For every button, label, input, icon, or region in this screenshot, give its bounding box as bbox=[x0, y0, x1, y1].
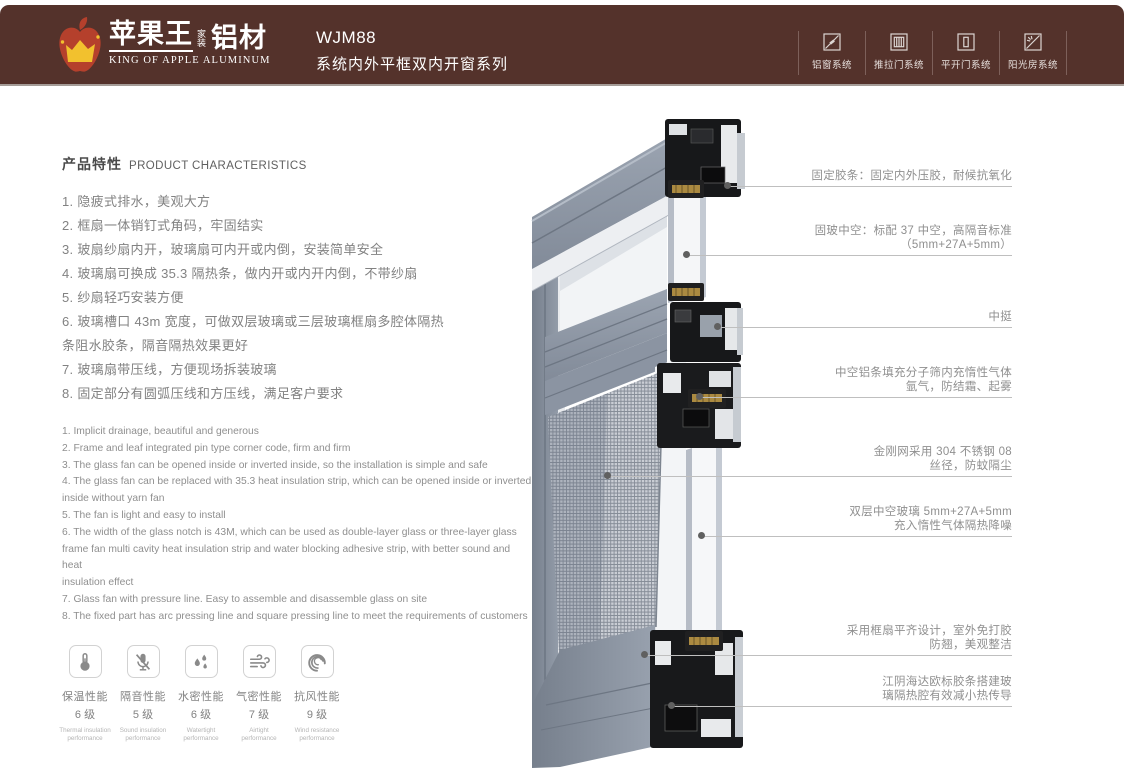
sliding-door-system-icon bbox=[890, 33, 908, 51]
feature-line: 2. 框扇一体销钉式角码，牢固结实 bbox=[62, 218, 264, 233]
callout-flush-design: 采用框扇平齐设计，室外免打胶防翘，美观整洁 bbox=[846, 625, 1012, 651]
feature-line-en: 1. Implicit drainage, beautiful and gene… bbox=[62, 426, 259, 437]
callout-leader-line bbox=[645, 655, 1012, 656]
callout-mullion: 中挺 bbox=[988, 311, 1012, 323]
feature-line-en: inside without yarn fan bbox=[62, 493, 165, 505]
feature-line: 7. 玻璃扇带压线，方便现场拆装玻璃 bbox=[62, 362, 277, 377]
feature-line-en: 7. Glass fan with pressure line. Easy to… bbox=[62, 593, 428, 605]
callout-epdm-gasket: 江阴海达欧标胶条搭建玻璃隔热腔有效减小热传导 bbox=[882, 676, 1012, 702]
perf-watertight: 水密性能 6 级 Watertight performance bbox=[172, 645, 230, 742]
perf-thermal: 保温性能 6 级 Thermal insulation performance bbox=[56, 645, 114, 742]
performance-ratings: 保温性能 6 级 Thermal insulation performance … bbox=[56, 645, 346, 742]
callout-fixed-glass: 固玻中空：标配 37 中空，高隔音标准（5mm+27A+5mm） bbox=[814, 225, 1012, 251]
apple-crown-logo-icon bbox=[59, 17, 101, 72]
feature-line: 5. 纱扇轻巧安装方便 bbox=[62, 290, 184, 305]
nav-item-aluminum-window[interactable]: 铝窗系统 bbox=[799, 29, 865, 75]
callout-dot bbox=[724, 182, 731, 189]
glass-spacer-bars bbox=[668, 180, 726, 651]
feature-line: 8. 固定部分有圆弧压线和方压线，满足客户要求 bbox=[62, 386, 344, 401]
callout-leader-line bbox=[687, 255, 1012, 256]
product-title-block: WJM88 系统内外平框双内开窗系列 bbox=[316, 28, 508, 74]
water-drops-icon bbox=[194, 654, 207, 669]
nav-divider bbox=[932, 31, 933, 75]
callout-leader-line bbox=[608, 476, 1012, 477]
callout-dot bbox=[668, 702, 675, 709]
product-series: 系统内外平框双内开窗系列 bbox=[316, 56, 509, 73]
nav-item-sliding-door[interactable]: 推拉门系统 bbox=[866, 29, 932, 75]
product-nav: 铝窗系统 推拉门系统 平开门系统 阳光房系统 bbox=[798, 29, 1067, 75]
callout-spacer-gas: 中空铝条填充分子筛内充惰性气体氩气，防结霜、起雾 bbox=[835, 367, 1012, 393]
brand-name-en: KING OF APPLE ALUMINUM bbox=[109, 55, 271, 66]
nav-divider bbox=[798, 31, 799, 75]
feature-line: 条阻水胶条，隔音隔热效果更好 bbox=[62, 338, 249, 353]
feature-line-en: 4. The glass fan can be replaced with 35… bbox=[62, 476, 532, 488]
feature-line-en: 2. Frame and leaf integrated pin type co… bbox=[62, 442, 351, 454]
feature-line: 6. 玻璃槽口 43m 宽度，可做双层玻璃或三层玻璃框扇多腔体隔热 bbox=[62, 314, 444, 329]
header-band: 苹果王 家装 铝材 KING OF APPLE ALUMINUM WJM88 系… bbox=[0, 5, 1124, 86]
callout-dot bbox=[683, 251, 690, 258]
callout-leader-line bbox=[728, 186, 1012, 187]
nav-divider bbox=[1066, 31, 1067, 75]
brand-name-cn: 苹果王 bbox=[109, 21, 193, 52]
nav-item-sunroom[interactable]: 阳光房系统 bbox=[1000, 29, 1066, 75]
perf-wind-resistance: 抗风性能 9 级 Wind resistance performance bbox=[288, 645, 346, 742]
callout-dot bbox=[641, 651, 648, 658]
feature-line: 3. 玻扇纱扇内开，玻璃扇可内开或内倒，安装简单安全 bbox=[62, 242, 384, 257]
nav-divider bbox=[999, 31, 1000, 75]
callout-dot bbox=[696, 393, 703, 400]
head-profile-cross-section bbox=[665, 119, 745, 197]
callout-leader-line bbox=[702, 536, 1012, 537]
feature-line-en: frame fan multi cavity heat insulation s… bbox=[62, 543, 511, 572]
aluminum-window-system-icon bbox=[823, 33, 841, 51]
nav-divider bbox=[865, 31, 866, 75]
callout-leader-line bbox=[718, 327, 1012, 328]
callout-dot bbox=[604, 472, 611, 479]
mute-microphone-icon bbox=[135, 653, 151, 671]
typhoon-icon bbox=[308, 653, 326, 672]
brand-tagline: 家装 bbox=[197, 29, 207, 48]
brand-suffix: 铝材 bbox=[211, 23, 267, 53]
perf-airtight: 气密性能 7 级 Airtight performance bbox=[230, 645, 288, 742]
thermometer-icon bbox=[80, 652, 90, 671]
wind-icon bbox=[249, 653, 270, 668]
feature-line-en: 8. The fixed part has arc pressing line … bbox=[62, 610, 528, 622]
brand-block: 苹果王 家装 铝材 KING OF APPLE ALUMINUM bbox=[109, 21, 271, 66]
perf-sound: 隔音性能 5 级 Sound insulation performance bbox=[114, 645, 172, 742]
section-title-en: PRODUCT CHARACTERISTICS bbox=[129, 160, 307, 172]
sill-cross-section bbox=[650, 630, 743, 748]
feature-line-en: insulation effect bbox=[62, 577, 134, 589]
casement-door-system-icon bbox=[957, 33, 975, 51]
feature-list-cn: 1. 隐疲式排水，美观大方 2. 框扇一体销钉式角码，牢固结实 3. 玻扇纱扇内… bbox=[62, 190, 512, 406]
sunroom-system-icon bbox=[1024, 33, 1042, 51]
feature-line-en: 6. The width of the glass notch is 43M, … bbox=[62, 526, 517, 538]
callout-dot bbox=[714, 323, 721, 330]
callout-fixed-gasket: 固定胶条：固定内外压胶，耐候抗氧化 bbox=[811, 170, 1012, 182]
feature-list-en: 1. Implicit drainage, beautiful and gene… bbox=[62, 424, 532, 626]
feature-line: 4. 玻璃扇可换成 35.3 隔热条，做内开或内开内倒，不带纱扇 bbox=[62, 266, 418, 281]
product-model: WJM88 bbox=[316, 28, 377, 47]
window-profile-illustration bbox=[531, 119, 745, 768]
nav-item-casement-door[interactable]: 平开门系统 bbox=[933, 29, 999, 75]
callout-leader-line bbox=[672, 706, 1012, 707]
section-title-cn: 产品特性 bbox=[62, 156, 122, 172]
callout-dot bbox=[698, 532, 705, 539]
section-title: 产品特性 PRODUCT CHARACTERISTICS bbox=[62, 154, 307, 174]
mullion-cross-section bbox=[670, 302, 743, 362]
feature-line-en: 3. The glass fan can be opened inside or… bbox=[62, 459, 488, 471]
callout-leader-line bbox=[700, 397, 1012, 398]
feature-line-en: 5. The fan is light and easy to install bbox=[62, 509, 226, 521]
feature-line: 1. 隐疲式排水，美观大方 bbox=[62, 194, 211, 209]
